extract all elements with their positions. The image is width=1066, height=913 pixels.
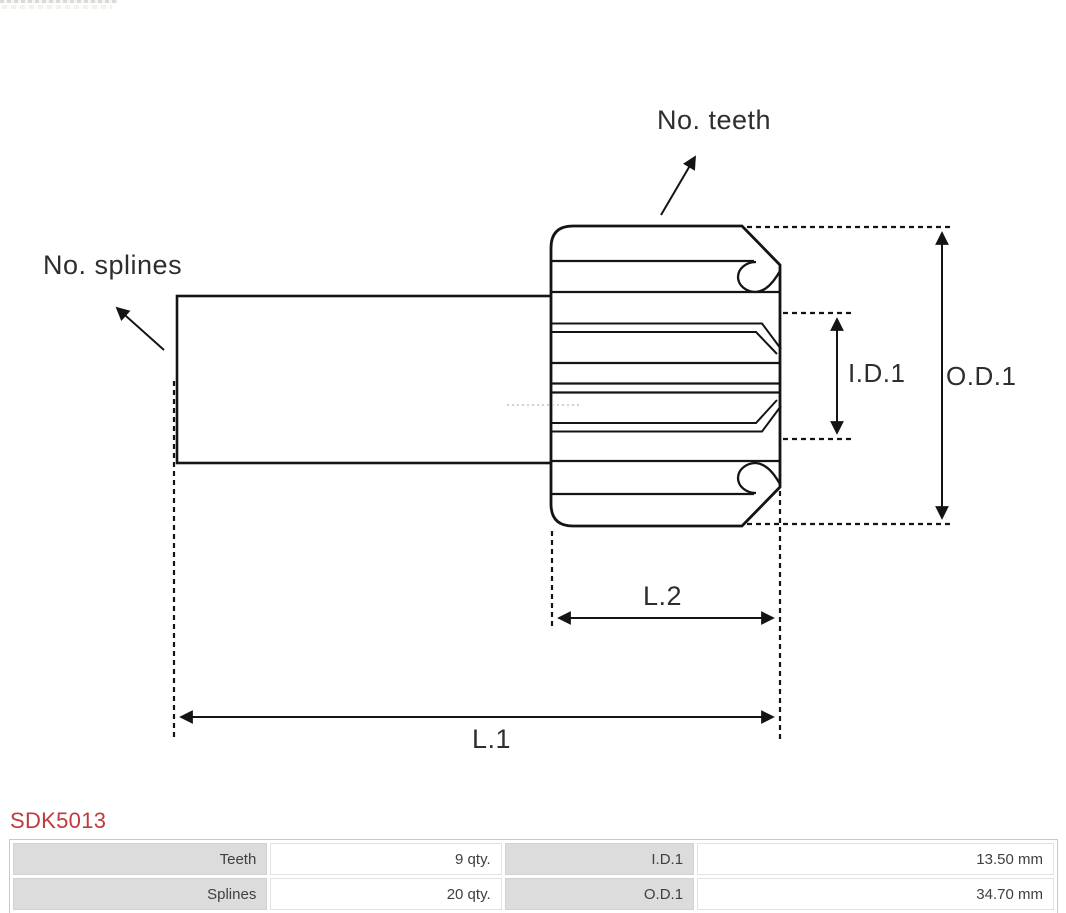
dimension-arrows — [115, 155, 949, 724]
cropped-edge-artifact-2 — [2, 5, 112, 9]
od1-value-cell: 34.70 mm — [697, 878, 1054, 910]
spec-table: Teeth 9 qty. I.D.1 13.50 mm Splines 20 q… — [9, 839, 1058, 913]
splines-label-cell: Splines — [13, 878, 268, 910]
pinion-drive-drawing — [115, 155, 951, 739]
pinion-gear-outline — [549, 224, 782, 528]
od1-label-cell: O.D.1 — [504, 878, 695, 910]
extension-lines — [172, 225, 951, 739]
no-splines-pointer-arrow — [115, 306, 165, 351]
no-teeth-pointer-arrow — [660, 155, 696, 216]
no-teeth-label: No. teeth — [657, 105, 772, 135]
no-splines-label: No. splines — [43, 250, 183, 280]
l1-label: L.1 — [472, 724, 512, 754]
part-number: SDK5013 — [10, 808, 107, 833]
id1-label-cell: I.D.1 — [504, 843, 695, 875]
spec-row-teeth: Teeth 9 qty. I.D.1 13.50 mm — [13, 843, 1054, 875]
splines-value-cell: 20 qty. — [270, 878, 502, 910]
id1-value-cell: 13.50 mm — [697, 843, 1054, 875]
gear-spline-slivers — [551, 322, 782, 433]
spec-row-splines: Splines 20 qty. O.D.1 34.70 mm — [13, 878, 1054, 910]
shaft-outline — [175, 294, 555, 465]
cropped-edge-artifact — [0, 0, 118, 3]
id1-label: I.D.1 — [848, 358, 906, 388]
l2-label: L.2 — [643, 581, 683, 611]
od1-label: O.D.1 — [946, 361, 1017, 391]
teeth-value-cell: 9 qty. — [270, 843, 502, 875]
teeth-label-cell: Teeth — [13, 843, 268, 875]
gear-teeth-lines — [551, 259, 781, 496]
